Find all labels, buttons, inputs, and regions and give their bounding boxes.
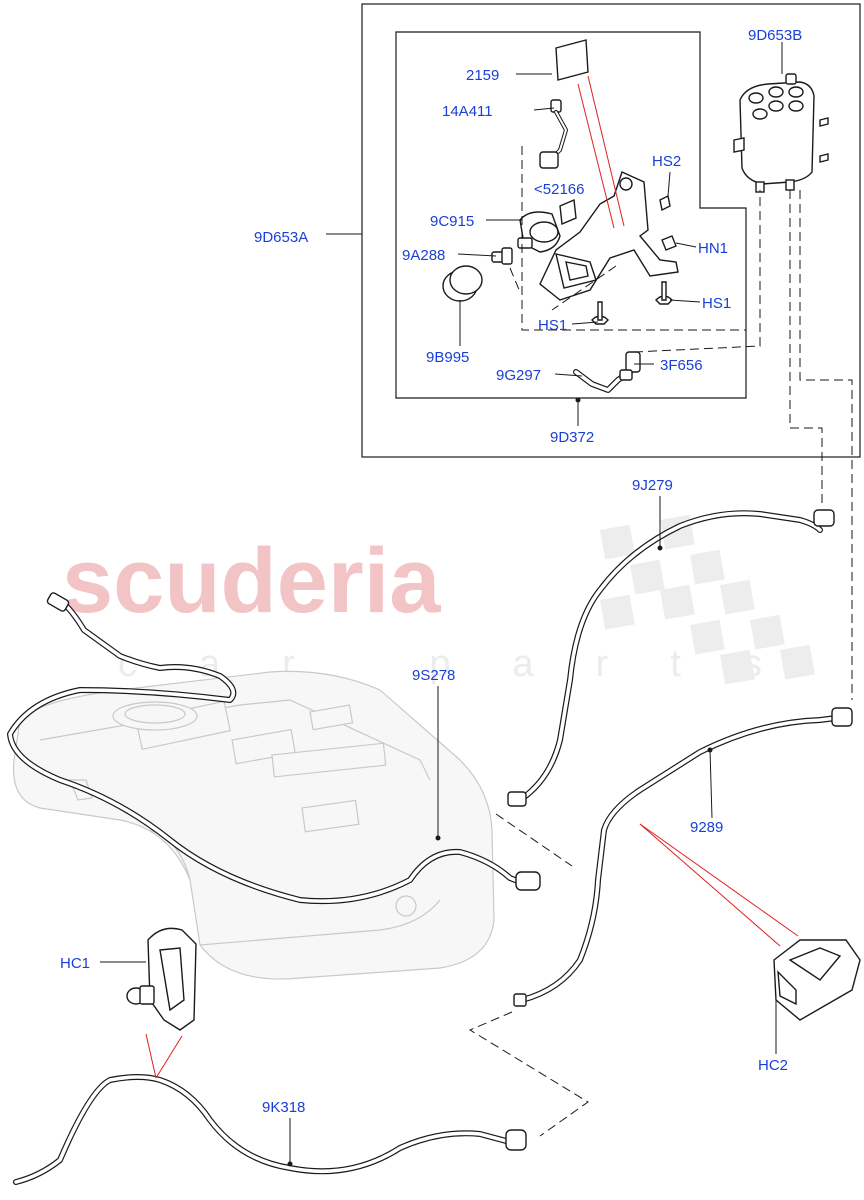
sensor-harness-14a411 [539,99,568,169]
hose-9s278 [7,592,541,905]
label-9d653a: 9D653A [254,229,308,246]
label-9g297: 9G297 [496,367,541,384]
hose-9k318 [13,1074,527,1185]
connector-3f656 [619,351,641,381]
label-9c915: 9C915 [430,213,474,230]
label-hs2: HS2 [652,153,681,170]
label-9a288: 9A288 [402,247,445,264]
label-9b995: 9B995 [426,349,469,366]
gasket-2159 [555,39,589,81]
label-9d372: 9D372 [550,429,594,446]
label-9k318: 9K318 [262,1099,305,1116]
watermark: scuderia car parts [62,514,815,685]
canister-9d653b [733,73,829,193]
label-9s278: 9S278 [412,667,455,684]
watermark-checker-flag [600,514,815,685]
clip-hc2 [773,939,861,1021]
label-hs1-left: HS1 [538,317,567,334]
inner-assembly-box [395,31,747,399]
label-hn1: HN1 [698,240,728,257]
bracket-52166 [559,198,577,226]
clip-hc1 [126,927,197,1031]
label-9d653b: 9D653B [748,27,802,44]
label-14a411: 14A411 [442,103,493,120]
routing-dashes [468,146,853,1137]
assembly-frame [361,3,861,458]
watermark-brand: scuderia [62,530,441,632]
red-callouts [145,75,799,1079]
leader-lines [100,42,783,1167]
hose-9289 [513,707,853,1007]
label-hs1-right: HS1 [702,295,731,312]
part-labels: 2159 14A411 <52166 9C915 9A288 9B995 HS2… [60,27,802,1116]
fasteners [591,194,677,325]
fitting-9a288 [491,247,513,265]
cap-9b995 [442,265,483,302]
outer-assembly-box [361,3,861,458]
label-9j279: 9J279 [632,477,673,494]
label-52166: <52166 [534,181,584,198]
mounting-bracket [539,171,679,301]
fuel-tank-outline [12,670,495,980]
label-2159: 2159 [466,67,499,84]
label-3f656: 3F656 [660,357,703,374]
hose-9j279 [507,509,835,807]
label-hc1: HC1 [60,955,90,972]
screw-hs2 [659,194,671,212]
nut-hn1 [661,235,677,251]
label-9289: 9289 [690,819,723,836]
label-hc2: HC2 [758,1057,788,1074]
valve-9c915 [517,211,561,253]
